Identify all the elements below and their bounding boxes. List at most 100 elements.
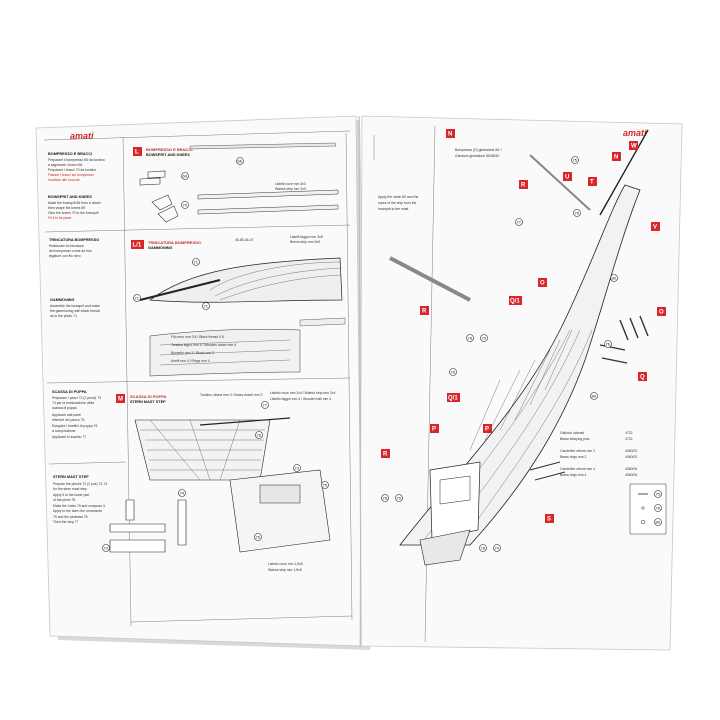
section-tag: L/1 [131,240,144,249]
part-tag: R [381,449,390,458]
callout-76: 76 [254,533,262,541]
svg-text:80: 80 [656,520,661,525]
svg-text:79: 79 [397,496,402,501]
svg-text:78: 78 [383,496,388,501]
section-title: BOMPRESSO E BRACCI [146,147,192,152]
svg-text:75: 75 [656,492,661,497]
callout: 76 [604,340,612,348]
part-label: Brass belaying pins [560,437,590,441]
callout-69: 69 [181,172,189,180]
sidebar-line: Preparare il bompresso 66 da tondino [48,158,105,162]
sidebar-line: Fissare i bracci sul bompresso [48,173,94,177]
part-tag: R [519,180,528,189]
svg-text:Q: Q [640,375,645,381]
section-stern-mast-step: M SCASSA DI POPPA STERN MAST STEP Tondin… [102,391,336,572]
section-code: 45-85-46-47 [235,238,254,242]
bowsprit-dowel [189,142,337,150]
step-block [229,469,331,553]
bow-drawing [149,257,343,303]
part-label: Brass rings mm 2 [560,455,586,459]
sidebar-line: scassa di poppa [52,406,77,410]
part-code: 4060/02 [625,455,637,459]
sidebar-heading: GAMMONING [50,298,75,302]
sidebar-heading: BOMPRESSO E BRACCI [48,152,92,156]
sidebar-line: a sagomare i bracci 66 [48,163,82,167]
section-note: Tondino ottone mm 3 / Brass dowel mm 3 [200,393,262,397]
svg-text:79: 79 [495,546,500,551]
callout: 78 [479,544,487,552]
section-tag-label: M [118,397,123,403]
sidebar-line: Preparare i bracci 70 da tondino [48,168,96,172]
knee-parts [151,194,179,223]
svg-text:77: 77 [263,403,268,408]
section-note: Tondino legno mm 4 / Wooden dowel mm 4 [171,343,236,347]
spar-piece [389,256,471,302]
svg-text:71: 71 [194,260,199,265]
bowsprit-rod [139,279,221,301]
left-page-content: amati BOMPRESSO E BRACCI Preparare il bo… [43,130,353,627]
legend-76: 76 [654,504,662,512]
left-sidebar: BOMPRESSO E BRACCI Preparare il bompress… [48,152,107,524]
svg-text:77: 77 [517,220,522,225]
svg-text:R: R [422,309,427,315]
parts-72 [109,523,166,553]
legend-75: 75 [654,490,662,498]
sidebar-heading: SCASSA DI POPPA [52,390,87,394]
parts-73-74 [125,499,187,546]
part-code: 4722 [625,437,633,441]
part-tag: W [629,141,638,150]
part-tag: R [420,306,429,315]
svg-text:U: U [565,175,569,181]
callout: 79 [395,494,403,502]
sidebar-line: inferiore del pezzo 75 [52,418,85,422]
svg-text:P: P [485,427,489,433]
callout: 80 [610,274,618,282]
callout-75: 75 [321,481,329,489]
svg-text:70: 70 [183,203,188,208]
bowsprit-line [599,129,649,216]
svg-text:Q/1: Q/1 [448,396,458,402]
callout: 77 [515,218,523,226]
part-tag: O [657,307,666,316]
stern-cabin [429,461,481,541]
page-spine [358,115,362,647]
callout-73: 73 [293,464,301,472]
section-tag-label: L [135,150,139,156]
legend-80: 80 [654,518,662,526]
part-tag: Q/1 [447,393,460,402]
callout-74: 74 [178,489,186,497]
svg-text:72: 72 [104,546,109,551]
part-tag: T [588,177,597,186]
sidebar-line: Make the holes 76 and compose it [53,504,105,508]
section-note: Listello noce mm 2x4 / Walnut strip mm 2… [270,391,336,395]
sidebar-line: 74 per la realizzazione della [52,401,94,405]
right-page-content: amati N Bompresso (D) gimbalone 66 + Gan… [373,125,667,643]
section-note: Filo nero mm 0,5 / Black thread 0.5 [171,335,224,339]
sidebar-line: Apply to the stern the ornaments [53,509,102,513]
sidebar-line: del bompresso come da foto [49,249,92,253]
sidebar-line: legature con filo nero [49,254,81,258]
part-label: Gallocci ottonati [560,431,584,435]
sidebar-line: the gammoning with black thread [50,309,100,313]
svg-text:P: P [432,427,436,433]
sidebar-line: Apply it to the lower part [53,493,89,497]
section-aside: Beech strip mm 3x5 [290,240,320,244]
svg-text:69: 69 [183,174,188,179]
sidebar-line: Applicare lo scalmo 77 [52,435,86,439]
section-tag-label: N [448,132,452,138]
section-note: Listello faggio mm 4 / Wooden ball mm 4 [270,397,331,401]
svg-text:76: 76 [451,370,456,375]
svg-text:T: T [590,180,594,186]
svg-text:R: R [383,452,388,458]
sidebar-line: Preparare i pezzi 72 (2 pezzi) 73 [52,396,101,400]
sidebar-line: Applicare alla parte [52,413,81,417]
part-tag: Q [638,372,647,381]
callout: 79 [480,334,488,342]
belaying-pins [619,315,649,341]
part-code: 4060/04 [625,467,637,471]
part-tag: S [545,514,554,523]
sidebar-line: as in the photo 71 [50,314,77,318]
part-label: Candelieri ottone mm 4 [560,467,595,471]
callout: 76 [449,368,457,376]
